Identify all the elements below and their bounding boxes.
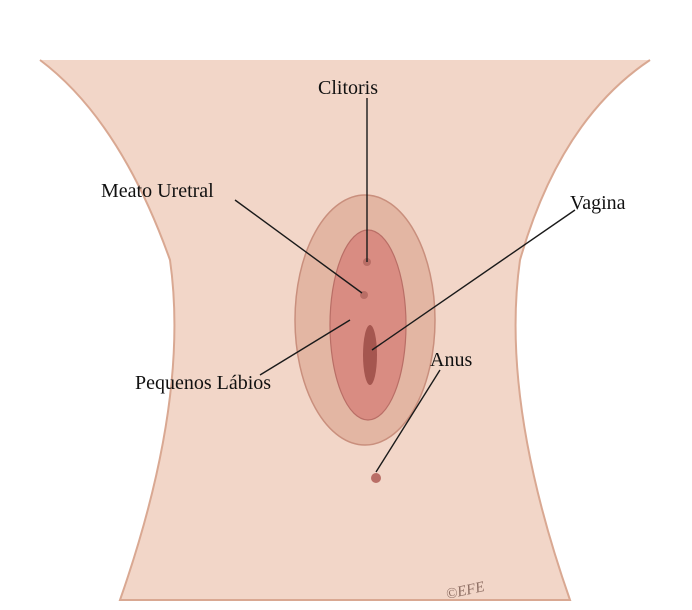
label-meato-uretral: Meato Uretral: [101, 181, 214, 201]
label-vagina: Vagina: [570, 193, 626, 213]
anus-marker: [371, 473, 381, 483]
label-anus: Anus: [430, 350, 472, 370]
label-clitoris: Clitoris: [318, 78, 378, 98]
label-pequenos-labios: Pequenos Lábios: [135, 373, 271, 393]
vaginal-opening-marker: [363, 325, 377, 385]
